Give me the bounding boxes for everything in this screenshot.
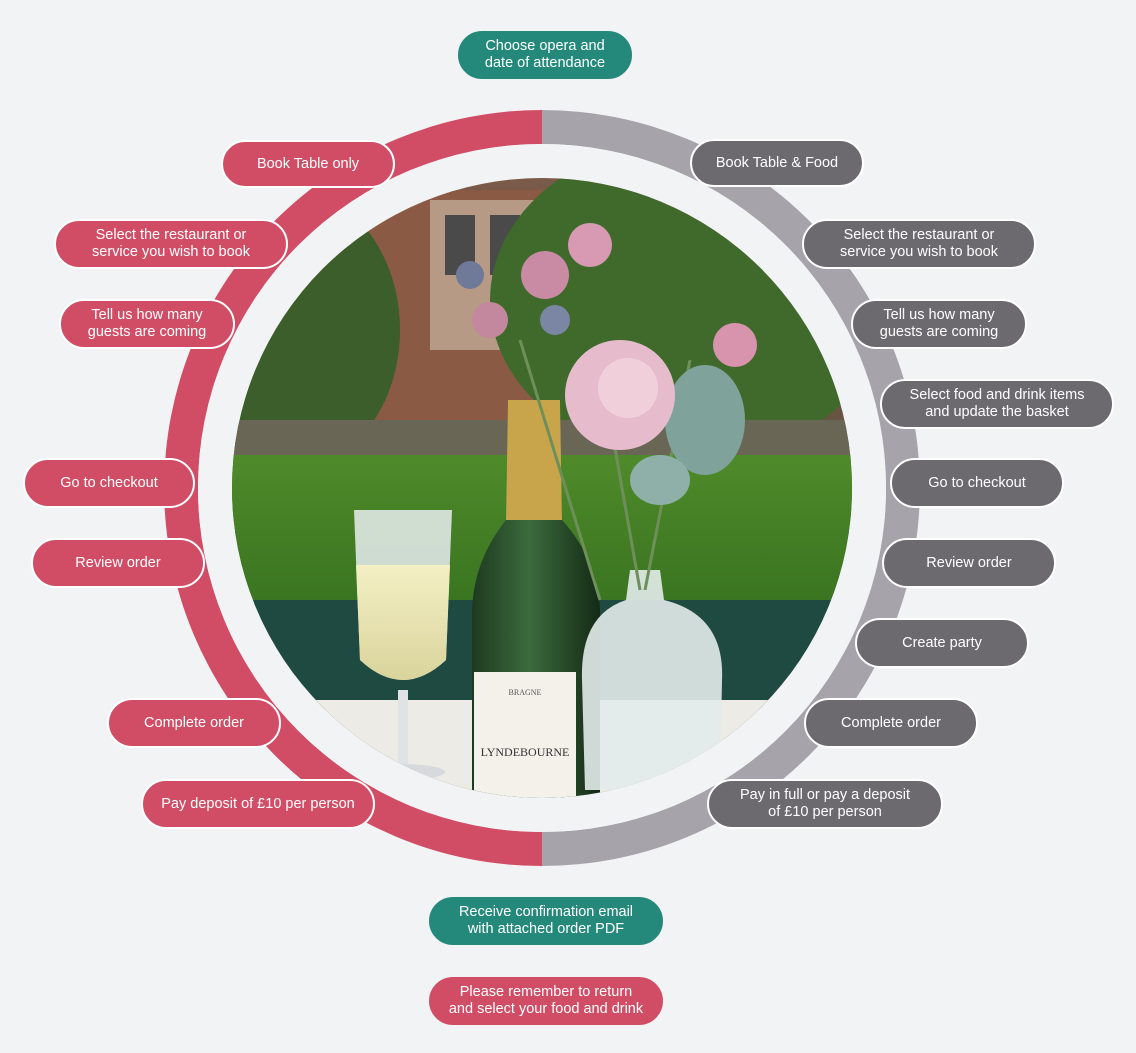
return-reminder-step: Please remember to return and select you… (427, 975, 665, 1027)
left-step-select-restaurant: Select the restaurant or service you wis… (54, 219, 288, 269)
left-step-checkout: Go to checkout (23, 458, 195, 508)
right-step-complete-order: Complete order (804, 698, 978, 748)
bottle-label-text: LYNDEBOURNE (481, 745, 570, 759)
right-step-guests: Tell us how many guests are coming (851, 299, 1027, 349)
right-step-create-party: Create party (855, 618, 1029, 668)
confirmation-email-step: Receive confirmation email with attached… (427, 895, 665, 947)
right-step-select-restaurant: Select the restaurant or service you wis… (802, 219, 1036, 269)
right-step-select-food: Select food and drink items and update t… (880, 379, 1114, 429)
right-step-pay-in-full: Pay in full or pay a deposit of £10 per … (707, 779, 943, 829)
left-step-pay-deposit: Pay deposit of £10 per person (141, 779, 375, 829)
right-step-review-order: Review order (882, 538, 1056, 588)
left-step-guests: Tell us how many guests are coming (59, 299, 235, 349)
left-step-complete-order: Complete order (107, 698, 281, 748)
bottle-label-small: BRAGNE (509, 688, 542, 697)
choose-opera-step: Choose opera and date of attendance (456, 29, 634, 81)
book-table-only-title: Book Table only (221, 140, 395, 188)
book-table-food-title: Book Table & Food (690, 139, 864, 187)
right-step-checkout: Go to checkout (890, 458, 1064, 508)
left-step-review-order: Review order (31, 538, 205, 588)
